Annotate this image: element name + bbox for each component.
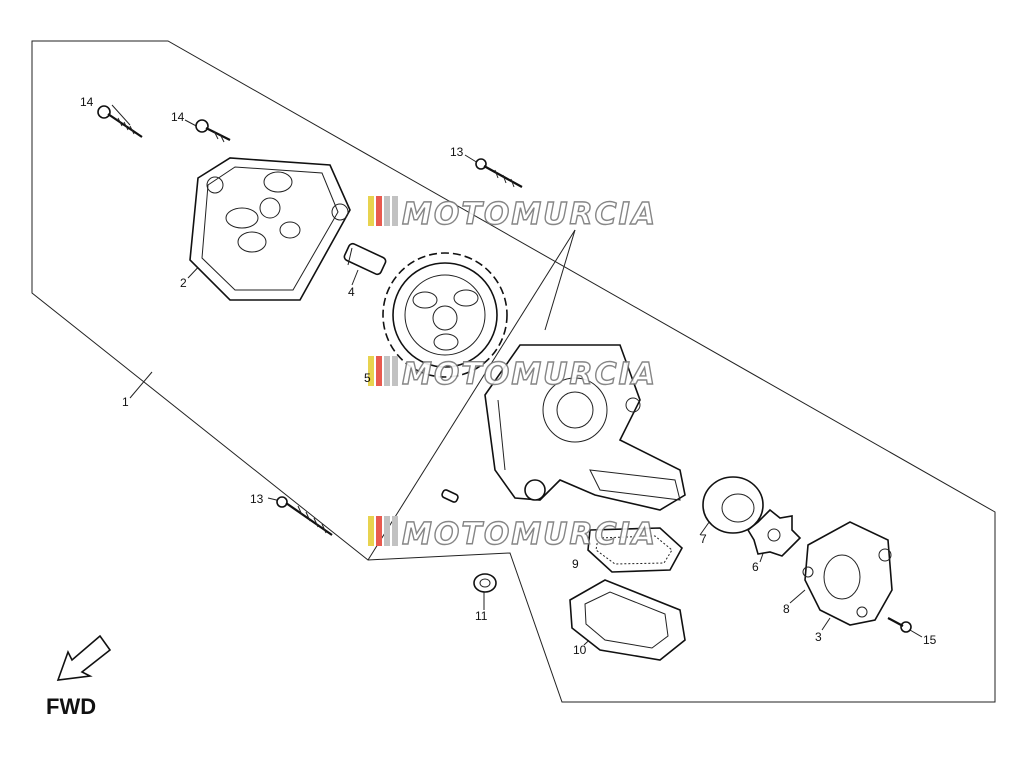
- callout-4: 4: [348, 285, 355, 299]
- callout-14a: 14: [80, 95, 94, 109]
- callout-2: 2: [180, 276, 187, 290]
- svg-text:MOTOMURCIA: MOTOMURCIA: [402, 357, 657, 392]
- callout-13a: 13: [450, 145, 464, 159]
- forward-arrow-icon: [56, 634, 112, 681]
- bolt-14a-icon: [97, 105, 143, 138]
- gasket-10-icon: [569, 579, 686, 661]
- callout-7: 7: [700, 532, 707, 546]
- svg-text:MOTOMURCIA: MOTOMURCIA: [402, 197, 657, 232]
- pump-plate-3-icon: [802, 521, 893, 626]
- callout-3: 3: [815, 630, 822, 644]
- screw-13a-icon: [475, 158, 523, 188]
- fwd-label: FWD: [46, 694, 96, 719]
- pump-cover-2-icon: [189, 157, 351, 301]
- bolt-15-icon: [887, 617, 912, 633]
- dowel-pin-icon: [441, 489, 459, 503]
- oil-screen-9-icon: [587, 527, 684, 573]
- leader-lines: [111, 104, 923, 646]
- shaft-pin-4-icon: [343, 242, 387, 276]
- callout-15: 15: [923, 633, 937, 647]
- watermark-middle: MOTOMURCIA: [368, 356, 657, 393]
- screw-13b-icon: [276, 496, 333, 536]
- callout-8: 8: [783, 602, 790, 616]
- callout-10: 10: [573, 643, 587, 657]
- callout-14b: 14: [171, 110, 185, 124]
- pump-body-icon: [484, 344, 686, 511]
- callout-13b: 13: [250, 492, 264, 506]
- watermark-top: MOTOMURCIA: [368, 196, 657, 233]
- inner-rotor-6-icon: [746, 508, 802, 557]
- outer-rotor-7-icon: [702, 476, 764, 534]
- sprocket-5-icon: [382, 252, 508, 378]
- callout-9: 9: [572, 557, 579, 571]
- callout-6: 6: [752, 560, 759, 574]
- callout-11: 11: [475, 609, 488, 623]
- bolt-14b-icon: [195, 119, 231, 143]
- callout-1: 1: [122, 395, 129, 409]
- callout-5: 5: [364, 371, 371, 385]
- watermark-bottom: MOTOMURCIA: [368, 516, 657, 553]
- svg-text:MOTOMURCIA: MOTOMURCIA: [402, 517, 657, 552]
- washer-11-icon: [473, 573, 497, 593]
